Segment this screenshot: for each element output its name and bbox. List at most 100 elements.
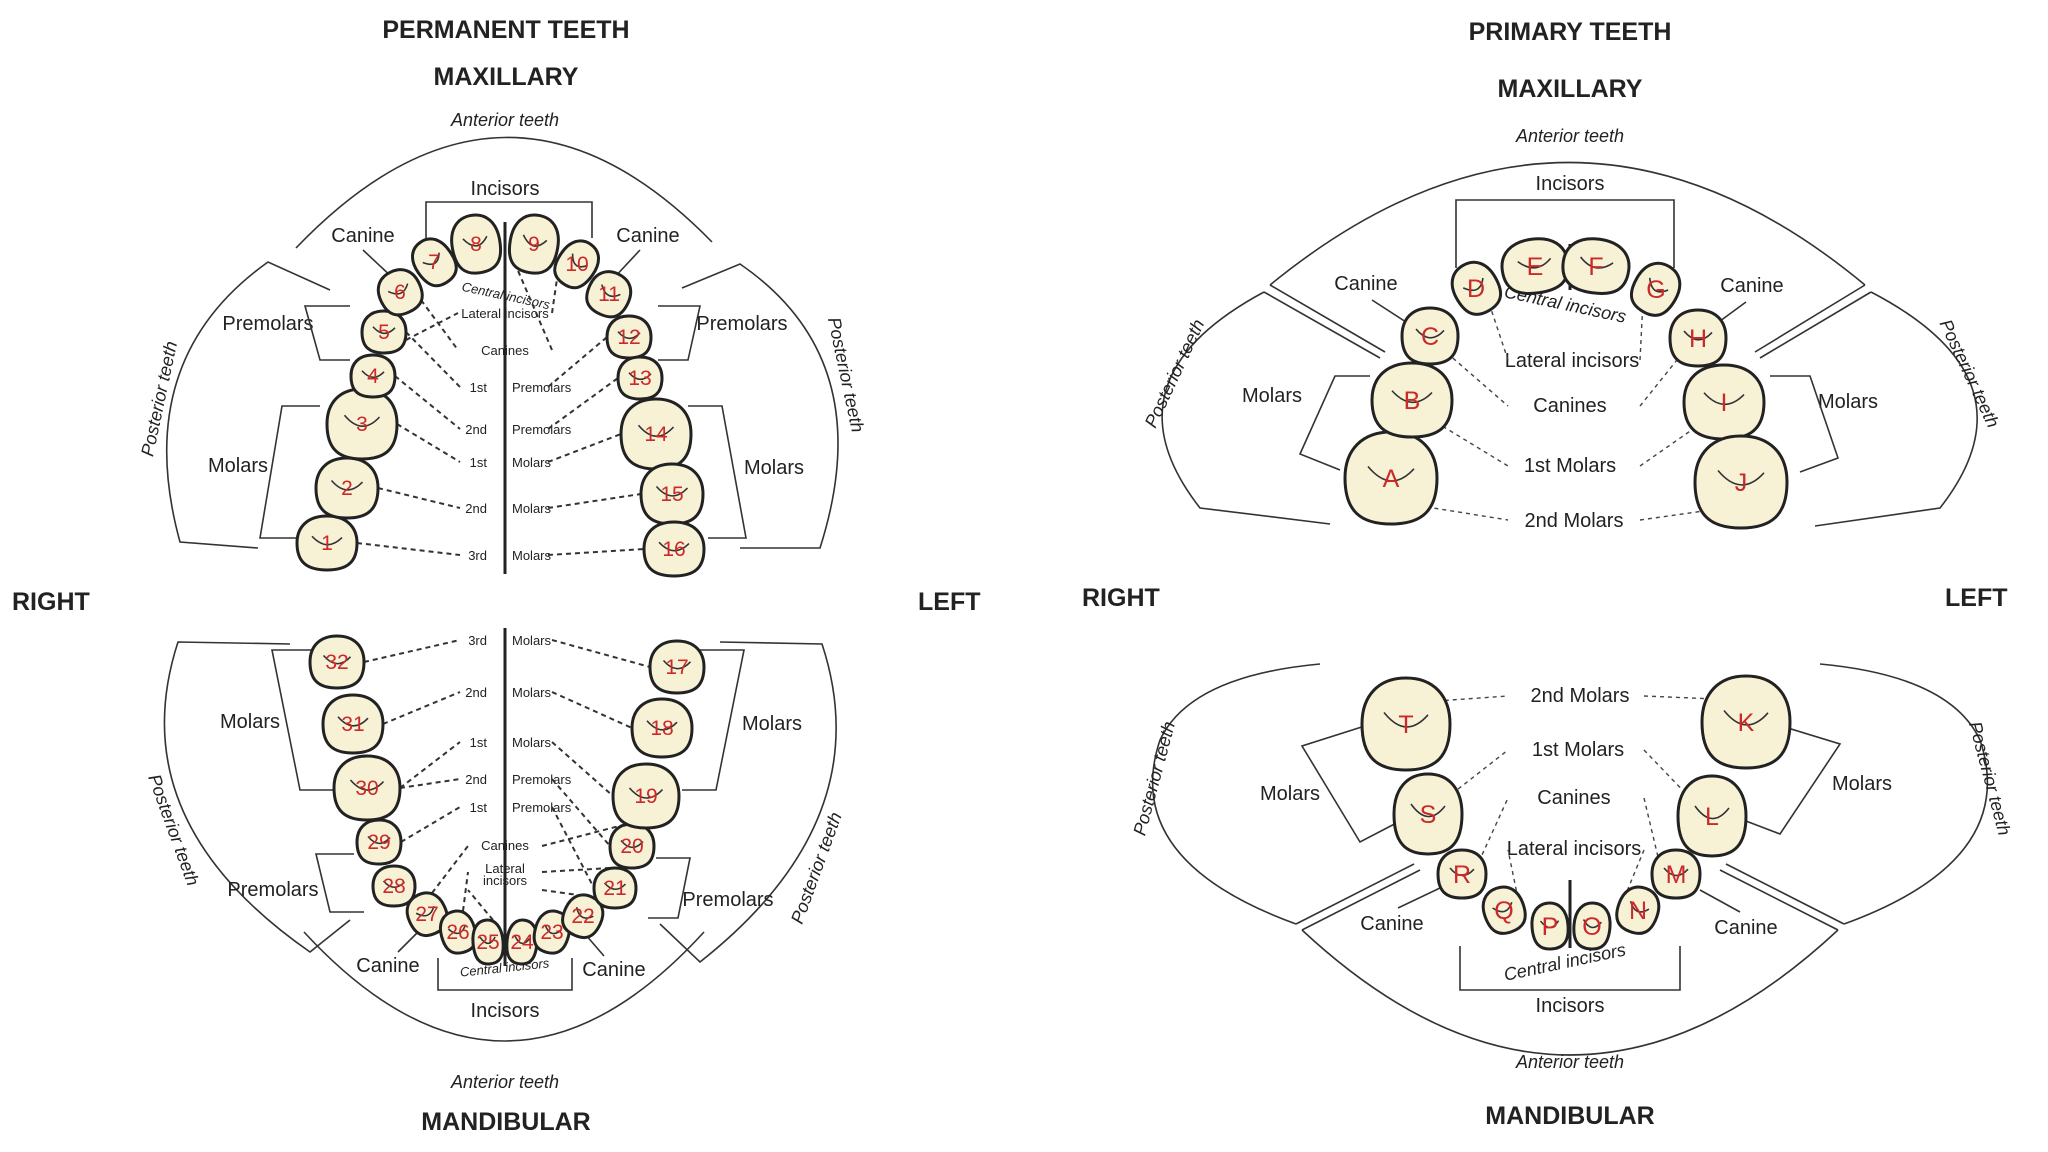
tooth-26-groove [447, 925, 466, 935]
tooth-B-groove [1391, 390, 1433, 404]
tooth-21-label: 21 [603, 877, 626, 900]
p-lower-right-divider-b [1295, 863, 1415, 925]
tooth-L-crown [1676, 774, 1748, 858]
p-lower-dash-left [1643, 749, 1689, 797]
p-upper-dash-left [1639, 423, 1701, 467]
lower-central-incisors-label: Central incisors [459, 955, 550, 979]
lower-anterior-arc [303, 931, 705, 1042]
p-lower-left-canine-label: Canine [1714, 917, 1777, 939]
tooth-L-groove [1694, 805, 1730, 820]
lower-right-premolars-bracket [314, 853, 364, 913]
lower-right-canine-pointer [397, 929, 421, 953]
tooth-5-crown [360, 309, 408, 355]
tooth-P-label: P [1542, 913, 1559, 941]
p-upper-incisors-bracket [1455, 199, 1675, 268]
p-lower-left-posterior-label: Posterior teeth [1965, 719, 2015, 837]
upper-level-ordinal: 1st [470, 455, 488, 470]
upper-left-molars-bracket [688, 405, 747, 539]
tooth-1-groove [311, 535, 343, 546]
p-lower-second-molars-label: 2nd Molars [1531, 685, 1630, 707]
lower-canines-label: Canines [481, 838, 529, 853]
tooth-G-crown [1629, 261, 1682, 317]
lower-anterior-dash-right [431, 845, 469, 894]
upper-left-premolars-bracket [658, 305, 701, 361]
tooth-M-groove [1663, 867, 1689, 877]
tooth-32-label: 32 [325, 651, 348, 674]
tooth-24-groove [514, 935, 531, 945]
p-lower-incisors-label: Incisors [1536, 995, 1605, 1017]
lower-right-canine-label: Canine [356, 955, 419, 977]
primary-left-label: LEFT [1945, 584, 2008, 612]
tooth-8-label: 8 [470, 233, 482, 256]
upper-level-dash-right [377, 487, 461, 509]
tooth-B: B [1370, 361, 1454, 439]
tooth-29-crown [355, 818, 403, 866]
lower-level-dash-right [382, 691, 461, 725]
p-lower-left-divider-b [1725, 863, 1845, 925]
tooth-12-groove [617, 331, 641, 340]
lower-level-name: Premolars [512, 772, 572, 787]
tooth-26-label: 26 [446, 921, 469, 944]
tooth-6: 6 [376, 268, 424, 317]
lower-level-dash-right [399, 741, 461, 789]
tooth-21-crown [592, 866, 638, 910]
tooth-23: 23 [532, 909, 572, 955]
p-upper-canines-label: Canines [1533, 395, 1606, 417]
lower-level-dash-right [400, 806, 461, 843]
tooth-14-crown [619, 397, 693, 471]
tooth-12-crown [605, 314, 653, 360]
tooth-11: 11 [585, 270, 633, 319]
tooth-A-groove [1367, 465, 1415, 482]
tooth-10-label: 10 [565, 253, 588, 276]
lower-left-posterior-label: Posterior teeth [787, 810, 846, 927]
tooth-A-label: A [1383, 465, 1400, 493]
tooth-Q: Q [1481, 885, 1527, 935]
tooth-T-groove [1383, 712, 1429, 728]
upper-level-ordinal: 2nd [465, 501, 487, 516]
tooth-K-groove [1723, 710, 1769, 726]
upper-right-premolars-bracket [303, 305, 350, 361]
upper-level-ordinal: 2nd [465, 422, 487, 437]
upper-right-posterior-arc [165, 261, 331, 549]
tooth-16-crown [642, 520, 706, 578]
p-upper-anterior-arc [1269, 161, 1866, 286]
tooth-S-crown [1392, 772, 1464, 856]
p-upper-right-posterior-label: Posterior teeth [1141, 316, 1209, 431]
tooth-4-groove [361, 370, 385, 379]
p-lower-right-posterior-label: Posterior teeth [1129, 719, 1179, 837]
lower-level-name: Molars [512, 685, 552, 700]
primary-mandibular-title: MANDIBULAR [1485, 1102, 1654, 1130]
tooth-18: 18 [630, 697, 694, 759]
tooth-R-crown [1436, 848, 1488, 900]
tooth-Q-groove [1492, 901, 1513, 913]
tooth-Q-crown [1481, 885, 1527, 935]
tooth-4: 4 [349, 353, 397, 399]
p-lower-right-molars-bracket [1300, 717, 1407, 844]
tooth-16: 16 [642, 520, 706, 578]
tooth-15: 15 [639, 462, 705, 526]
upper-incisors-label: Incisors [471, 178, 540, 200]
upper-level-dash-right [396, 423, 461, 463]
tooth-31: 31 [321, 693, 385, 755]
p-lower-anterior-label: Anterior teeth [1515, 1052, 1624, 1072]
p-lower-left-canine-pointer [1699, 889, 1741, 913]
upper-anterior-label: Anterior teeth [450, 110, 559, 130]
p-lower-right-canine-pointer [1397, 887, 1441, 909]
lower-level-dash-left [551, 778, 611, 847]
upper-level-dash-right [394, 375, 461, 430]
tooth-4-crown [349, 353, 397, 399]
tooth-D: D [1450, 260, 1503, 316]
p-upper-left-posterior-arc [1814, 291, 1978, 527]
tooth-2-groove [330, 479, 364, 491]
tooth-8: 8 [450, 213, 503, 275]
tooth-1-label: 1 [321, 532, 333, 555]
lower-level-dash-left [551, 691, 633, 729]
tooth-C-crown [1400, 306, 1460, 366]
tooth-7: 7 [411, 237, 458, 288]
tooth-11-label: 11 [598, 283, 620, 306]
permanent-left-label: LEFT [918, 588, 981, 616]
tooth-6-crown [376, 268, 424, 317]
tooth-22-label: 22 [571, 905, 594, 928]
upper-level-dash-left [547, 493, 642, 509]
tooth-O-groove [1582, 919, 1602, 929]
